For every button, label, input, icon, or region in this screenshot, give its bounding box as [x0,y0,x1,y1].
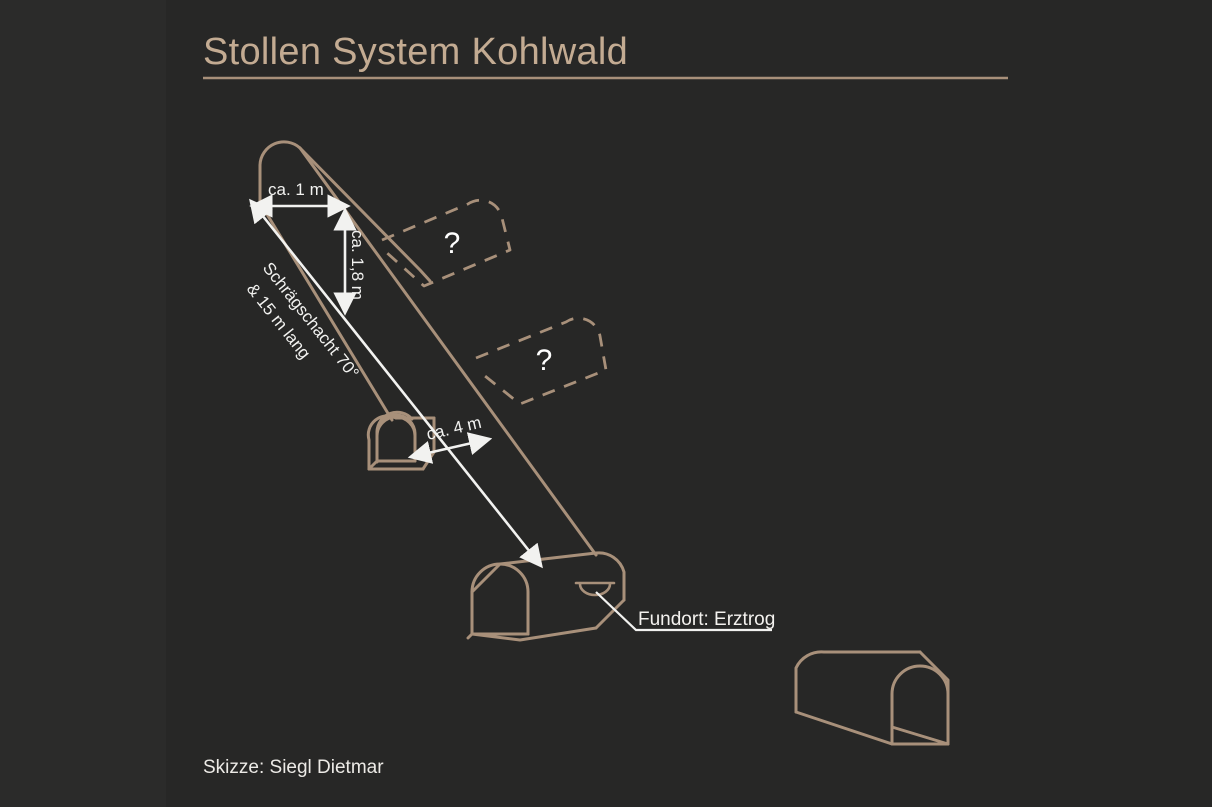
chamber-right-wall [594,598,626,630]
credit-label: Skizze: Siegl Dietmar [203,757,384,778]
dimension-shaft-height: ca. 1,8 m [333,207,367,316]
findspot-callout: Fundort: Erztrog [595,591,775,632]
dimension-shaft-width: ca. 1 m [249,180,351,218]
segment-right-portal-arch [890,664,950,746]
unknown-passage-1: ? [381,198,512,288]
shaft-height-label: ca. 1,8 m [348,230,367,300]
unknown-passage-2: ? [475,316,608,406]
erztrog-findspot-icon [574,581,616,597]
page-title: Stollen System Kohlwald [203,31,628,73]
unknown-passage-1-label: ? [444,227,461,260]
adit-arch-outline [375,415,417,463]
segment-floor-edge [794,710,894,746]
adit-floor-right-skew [421,450,436,471]
shaft-length-arrow [249,198,543,569]
erztrog-bowl [578,582,612,597]
unknown-passage-2-outline [475,316,608,406]
shaft-width-label: ca. 1 m [268,180,324,199]
segment-left-arch-and-top [794,650,922,714]
segment-inner-floor-line [890,725,950,746]
lower-chamber [466,551,626,642]
detached-tunnel-segment [794,650,950,746]
chamber-top-outline [470,551,626,602]
left-edge-band [0,0,166,807]
findspot-label: Fundort: Erztrog [638,609,775,630]
unknown-passage-2-label: ? [536,344,553,377]
findspot-leader-line [595,591,772,632]
chamber-floor-outline [470,626,598,642]
chamber-front-arch [470,562,530,636]
